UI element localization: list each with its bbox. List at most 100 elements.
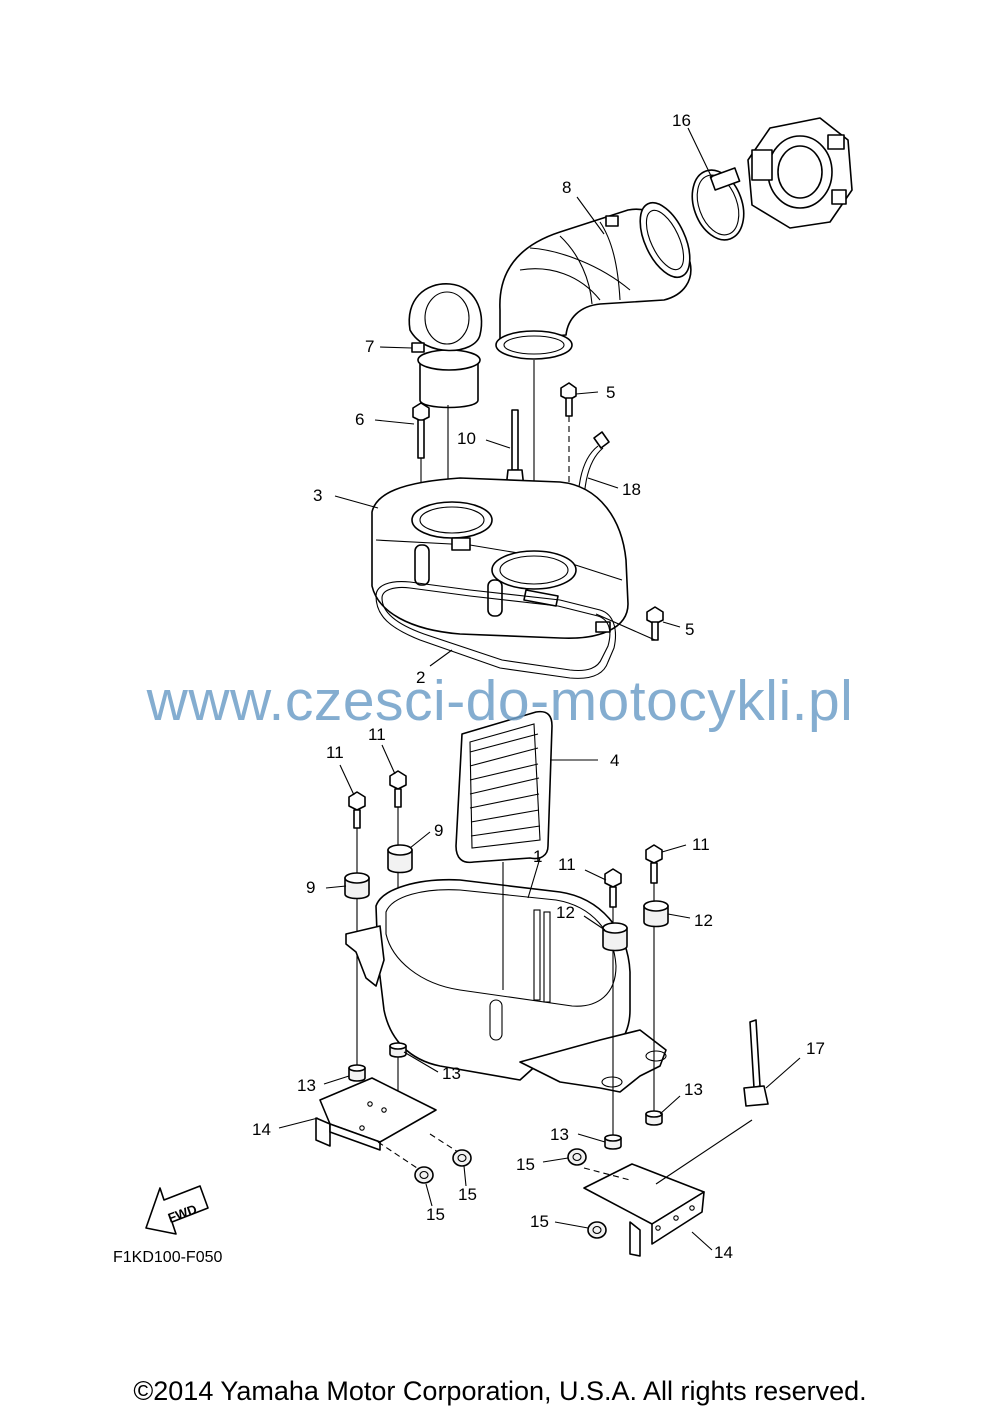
collar-13-c bbox=[604, 1134, 622, 1150]
cable-tie-10 bbox=[505, 409, 525, 489]
leader-15-a bbox=[425, 1183, 433, 1207]
callout-9-a: 9 bbox=[306, 878, 315, 897]
bolt-5-upper bbox=[560, 382, 577, 417]
leader-15-d bbox=[554, 1221, 589, 1229]
bolt-5-lower bbox=[646, 606, 664, 641]
air-box-cover bbox=[371, 477, 629, 639]
intake-funnel bbox=[408, 283, 483, 409]
callout-15-d: 15 bbox=[530, 1212, 549, 1231]
callout-17: 17 bbox=[806, 1039, 825, 1058]
callout-2: 2 bbox=[416, 668, 425, 687]
callout-8: 8 bbox=[562, 178, 571, 197]
callout-14-right: 14 bbox=[714, 1243, 733, 1262]
leader-11-d bbox=[661, 844, 687, 853]
leader-18 bbox=[587, 477, 619, 489]
air-filter-element bbox=[455, 710, 553, 864]
diagram-code: F1KD100-F050 bbox=[113, 1249, 222, 1266]
callout-11-d: 11 bbox=[692, 835, 710, 854]
centerline-15-left-b bbox=[429, 1133, 459, 1153]
collar-13-b bbox=[389, 1042, 407, 1058]
bolt-11-d bbox=[645, 844, 663, 884]
leader-10 bbox=[485, 439, 511, 449]
callout-11-b: 11 bbox=[368, 725, 386, 744]
gasket-2 bbox=[375, 581, 617, 679]
callout-12-b: 12 bbox=[694, 911, 713, 930]
leader-13-c bbox=[577, 1133, 606, 1143]
bolt-11-c bbox=[604, 868, 622, 908]
leader-9-a bbox=[325, 885, 347, 889]
throttle-body bbox=[747, 117, 853, 229]
callout-13-b: 13 bbox=[442, 1064, 461, 1083]
bracket-14-right bbox=[583, 1163, 705, 1257]
leader-12-b bbox=[667, 913, 691, 919]
leader-5-lower bbox=[662, 621, 681, 628]
callout-3: 3 bbox=[313, 486, 322, 505]
leader-1 bbox=[527, 857, 541, 899]
collar-13-a bbox=[348, 1064, 366, 1082]
grommet-9-a bbox=[344, 872, 370, 900]
leader-16 bbox=[687, 127, 713, 179]
nut-15-a bbox=[414, 1166, 434, 1184]
callout-15-a: 15 bbox=[426, 1205, 445, 1224]
leader-5-lower-b bbox=[595, 613, 656, 641]
callout-6: 6 bbox=[355, 410, 364, 429]
leader-3 bbox=[334, 495, 379, 509]
callout-18: 18 bbox=[622, 480, 641, 499]
bolt-11-b bbox=[389, 770, 407, 808]
centerline-17 bbox=[655, 1119, 753, 1185]
leader-11-c bbox=[584, 869, 607, 881]
callout-15-b: 15 bbox=[458, 1185, 477, 1204]
callout-13-a: 13 bbox=[297, 1076, 316, 1095]
leader-7 bbox=[379, 346, 413, 349]
callout-10: 10 bbox=[457, 429, 476, 448]
callout-5-lower: 5 bbox=[685, 620, 694, 639]
callout-11-a: 11 bbox=[326, 743, 344, 762]
air-box-case bbox=[345, 878, 667, 1093]
leader-17 bbox=[765, 1057, 801, 1089]
leader-15-b bbox=[463, 1165, 467, 1187]
leader-13-a bbox=[323, 1075, 350, 1085]
leader-11-b bbox=[381, 744, 396, 775]
leader-14-left bbox=[278, 1117, 319, 1129]
grommet-12-a bbox=[602, 922, 628, 952]
leader-12-a bbox=[583, 915, 606, 931]
callout-5-upper: 5 bbox=[606, 383, 615, 402]
nut-15-b bbox=[452, 1149, 472, 1167]
callout-12-a: 12 bbox=[556, 903, 575, 922]
leader-6 bbox=[374, 419, 415, 425]
bolt-6 bbox=[412, 402, 430, 459]
collar-13-d bbox=[645, 1110, 663, 1126]
grommet-9-b bbox=[387, 844, 413, 874]
leader-13-d bbox=[659, 1095, 681, 1115]
callout-labels: 16 8 7 5 6 10 18 3 5 2 11 11 4 9 1 11 11… bbox=[252, 111, 825, 1262]
nut-15-d bbox=[587, 1221, 607, 1239]
callout-7: 7 bbox=[365, 337, 374, 356]
copyright-notice: ©2014 Yamaha Motor Corporation, U.S.A. A… bbox=[133, 1376, 867, 1406]
callout-4: 4 bbox=[610, 751, 619, 770]
callout-13-d: 13 bbox=[684, 1080, 703, 1099]
callout-1: 1 bbox=[533, 847, 542, 866]
nut-15-c bbox=[567, 1148, 587, 1166]
leader-14-right bbox=[691, 1231, 713, 1251]
centerline-15-left-a bbox=[377, 1141, 421, 1171]
callout-14-left: 14 bbox=[252, 1120, 271, 1139]
leader-2 bbox=[429, 649, 453, 667]
leader-11-a bbox=[339, 764, 355, 796]
leader-8 bbox=[576, 196, 605, 235]
bracket-14-left bbox=[315, 1077, 437, 1151]
leader-15-c bbox=[542, 1157, 569, 1163]
callout-15-c: 15 bbox=[516, 1155, 535, 1174]
centerline-15-right bbox=[583, 1167, 631, 1181]
leader-9-b bbox=[409, 831, 431, 849]
hose-clamp bbox=[691, 167, 745, 241]
callout-13-c: 13 bbox=[550, 1125, 569, 1144]
callout-16: 16 bbox=[672, 111, 691, 130]
grommet-12-b bbox=[643, 900, 669, 928]
bolt-11-a bbox=[348, 791, 366, 829]
cable-tie-17 bbox=[743, 1019, 769, 1107]
fwd-arrow-icon: FWD bbox=[145, 1185, 209, 1235]
leader-5-upper bbox=[575, 391, 599, 395]
intake-duct bbox=[495, 201, 692, 360]
leader-13-b bbox=[403, 1051, 439, 1073]
